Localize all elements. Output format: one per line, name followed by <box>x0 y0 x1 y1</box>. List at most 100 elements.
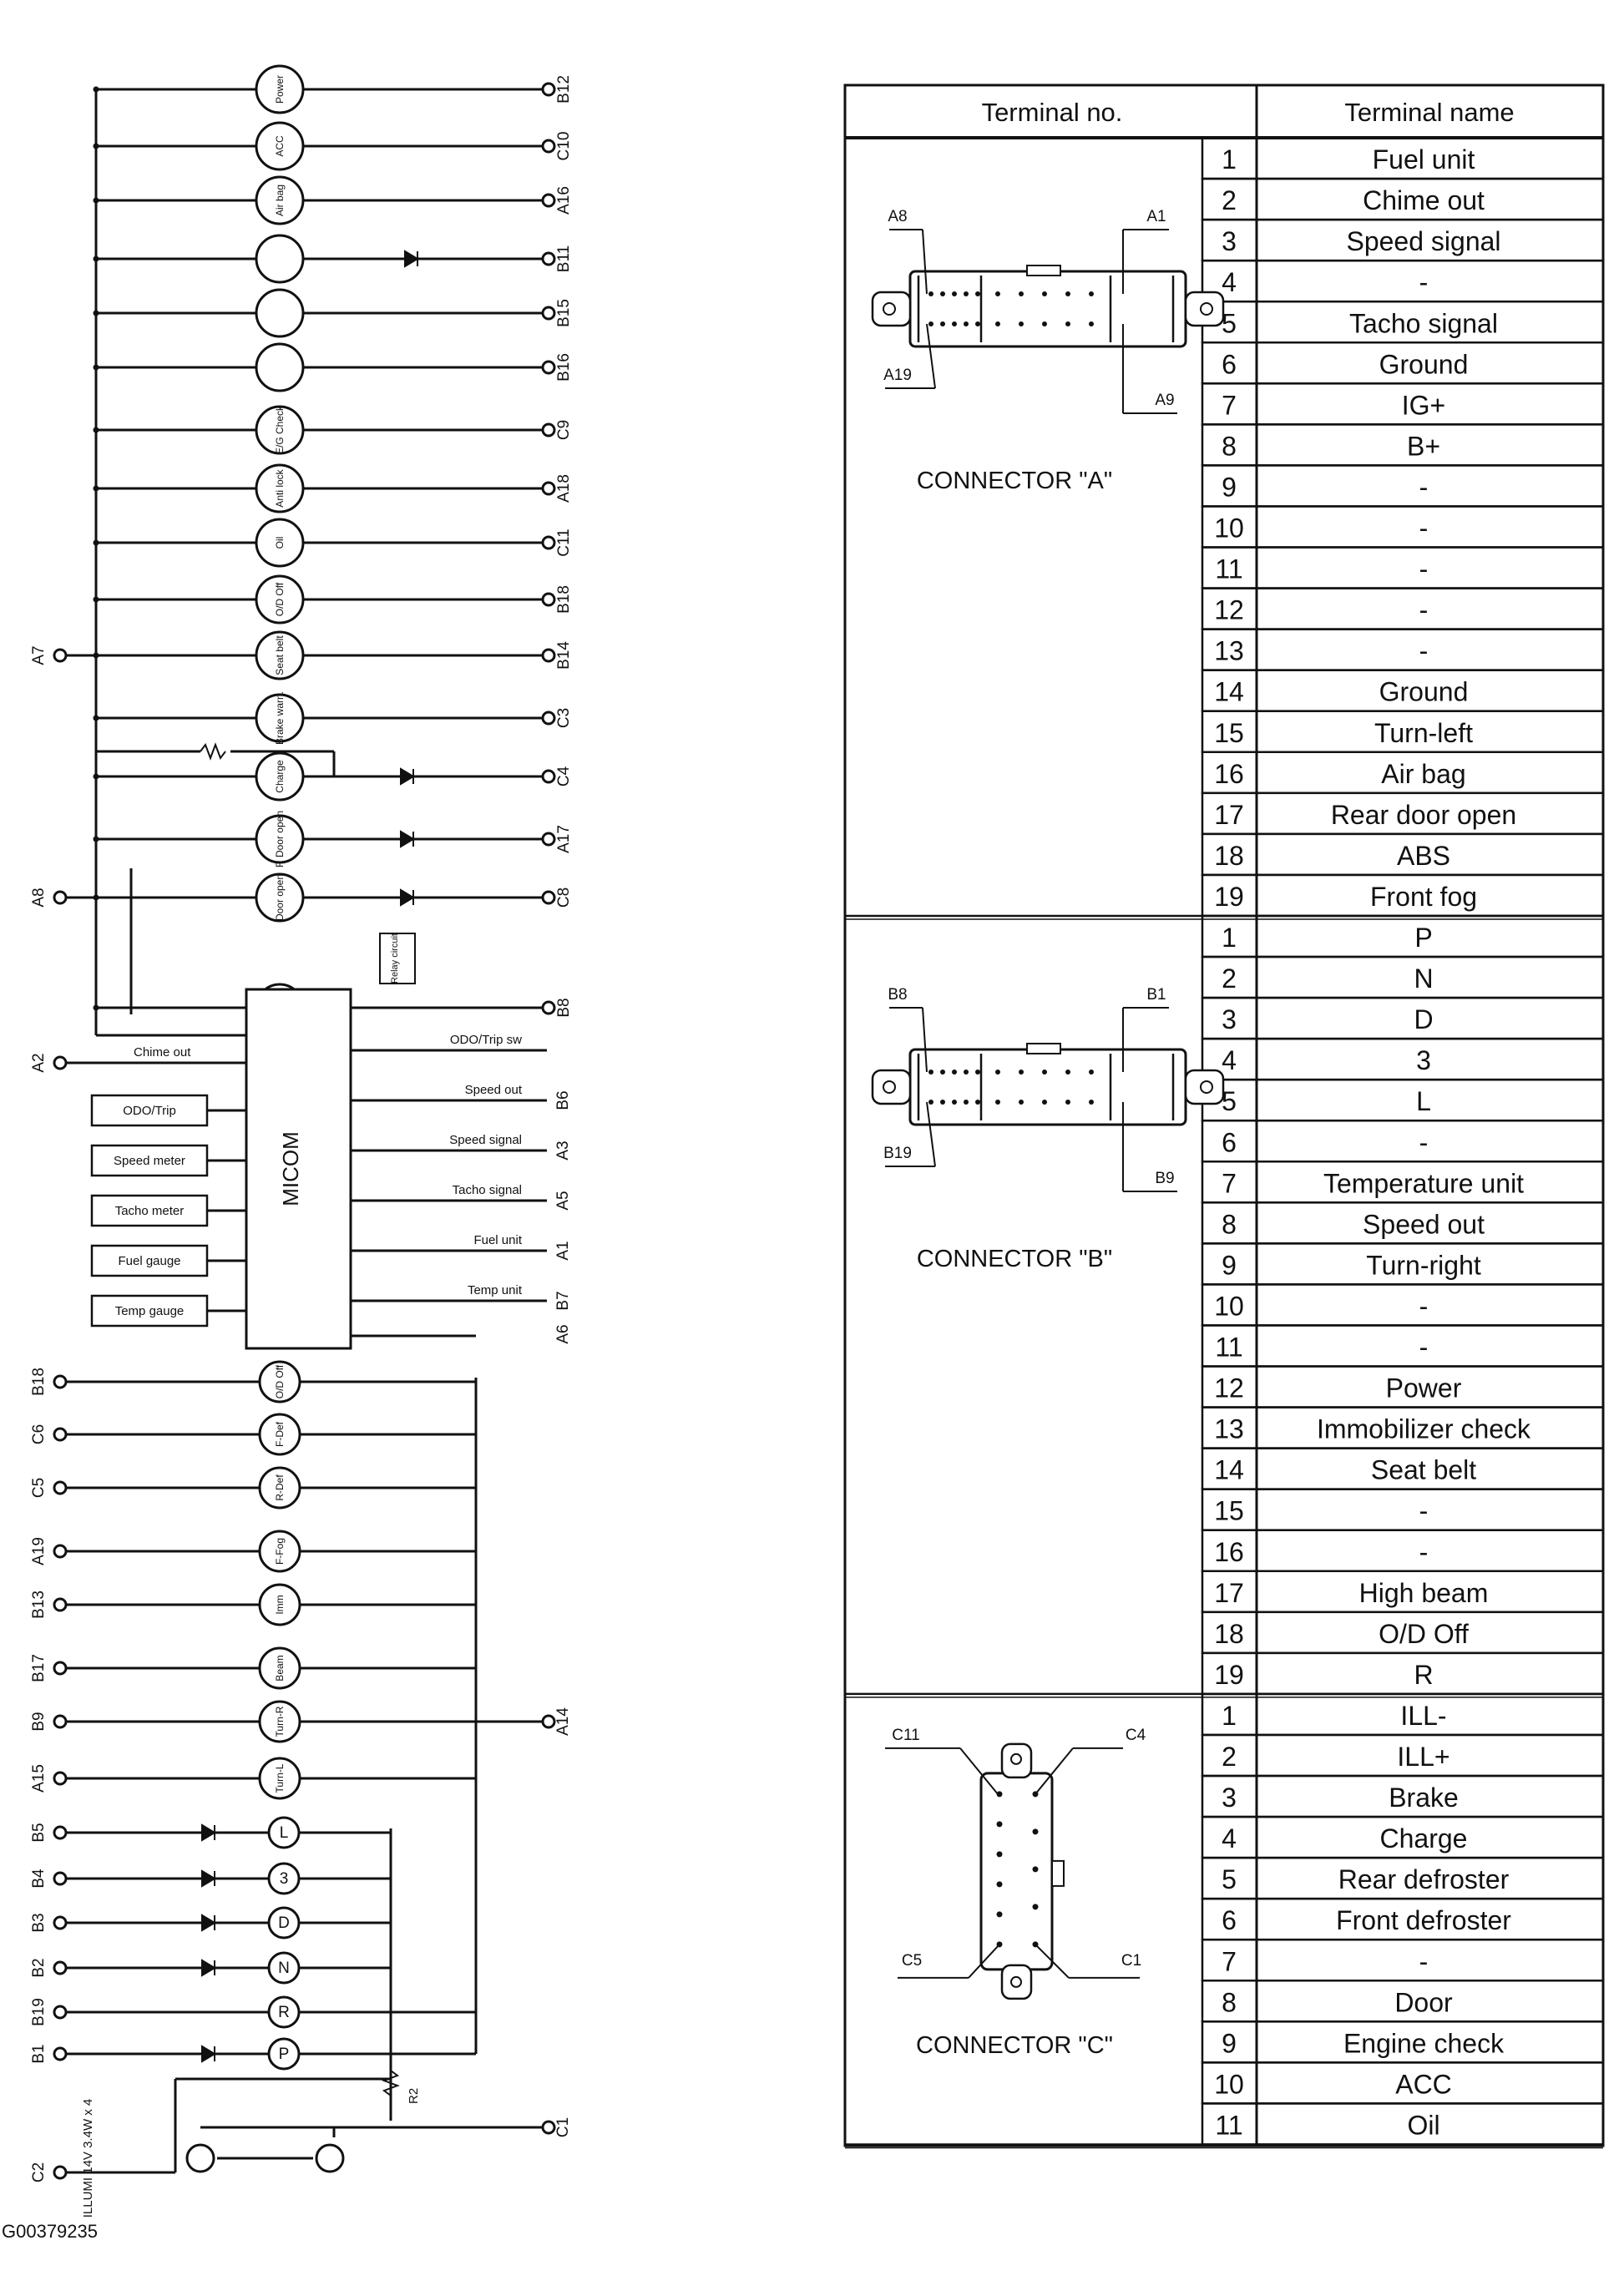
lamp-icon <box>255 342 305 392</box>
terminal-label: A3 <box>554 1140 572 1160</box>
lamp-icon <box>255 175 305 225</box>
gauge-label: Tacho meter <box>115 1204 185 1218</box>
diode-icon <box>400 830 415 848</box>
micom-label: MICOM <box>278 1131 303 1206</box>
figure-id: G00379235 <box>2 2221 98 2242</box>
terminal-icon <box>541 1000 556 1015</box>
lamp-label: O/D Off <box>274 1364 286 1398</box>
shift-indicator-n: B2 N <box>30 1951 391 1985</box>
lamp-label: L <box>280 1824 289 1842</box>
lamp-icon <box>255 518 305 568</box>
terminal-label: B3 <box>30 1913 48 1932</box>
lamp-label: P <box>279 2046 290 2063</box>
terminal-label: B11 <box>555 245 573 272</box>
indicator-lamp-b16: B16 <box>93 342 573 392</box>
svg-text:R2: R2 <box>407 2088 421 2104</box>
terminal-label: C11 <box>555 528 573 556</box>
gauge-speed-meter: Speed meter <box>90 1144 246 1177</box>
terminal-label: B13 <box>30 1591 48 1619</box>
lamp-label: Charge <box>274 760 286 793</box>
terminal-label: A1 <box>554 1241 572 1260</box>
lamp-label: R-Def <box>274 1474 286 1501</box>
indicator-charge-c4: Charge C4 <box>93 751 573 802</box>
terminal-label: B6 <box>554 1090 572 1110</box>
terminal-icon <box>541 193 556 208</box>
terminal-icon <box>541 422 556 437</box>
indicator-brake-warn-c3: Brake warn. C3 <box>93 691 573 745</box>
diode-icon <box>201 1914 216 1932</box>
terminal-icon <box>53 1597 68 1612</box>
lamp-icon <box>255 121 305 171</box>
output-label: Speed out <box>465 1083 523 1097</box>
lamp-icon <box>255 288 305 338</box>
lamp-label: Power <box>274 75 286 104</box>
terminal-label: C5 <box>30 1478 48 1498</box>
terminal-label: A17 <box>555 825 573 853</box>
svg-text:A2: A2 <box>30 1053 48 1072</box>
lamp-label: D <box>278 1914 290 1932</box>
terminal-icon <box>53 2005 68 2020</box>
gauge-fuel-gauge: Fuel gauge <box>90 1244 246 1277</box>
indicator-lamp-b15: B15 <box>93 288 573 338</box>
lamp-label: E/G Check <box>274 405 286 454</box>
relay-circuit-module: Relay circuit <box>379 933 416 984</box>
lamp-label: ACC <box>274 135 286 157</box>
terminal-label: B1 <box>30 2044 48 2063</box>
terminal-label: B14 <box>555 641 573 670</box>
lamp-label: N <box>278 1960 290 1977</box>
lamp-label: Brake warn. <box>274 691 286 745</box>
terminal-icon <box>53 1661 68 1676</box>
terminal-icon <box>53 1544 68 1559</box>
lamp-label: Seat belt <box>274 635 286 675</box>
terminal-label: B2 <box>30 1958 48 1977</box>
indicator-acc-c10: ACC C10 <box>93 121 573 171</box>
lamp-icon <box>255 64 305 114</box>
terminal-icon <box>53 1480 68 1495</box>
terminal-icon <box>541 890 556 905</box>
terminal-label: C6 <box>30 1424 48 1444</box>
terminal-icon <box>541 592 556 607</box>
lamp-label: Air bag <box>274 185 286 216</box>
terminal-icon <box>541 535 556 550</box>
terminal-icon <box>53 1871 68 1886</box>
illum-label: ILLUMI 14V 3.4W x 4 <box>81 2099 95 2218</box>
gauge-odo-trip: ODO/Trip <box>90 1094 246 1127</box>
lamp-label: R <box>278 2004 290 2021</box>
terminal-icon <box>541 139 556 154</box>
terminal-label: C3 <box>555 708 573 728</box>
terminal-label: A14 <box>554 1707 572 1736</box>
lamp-icon <box>255 814 305 864</box>
lamp-icon <box>255 463 305 513</box>
lamp-icon <box>255 693 305 743</box>
terminal-label: A18 <box>555 474 573 503</box>
gauge-tacho-meter: Tacho meter <box>90 1194 246 1227</box>
diode-icon <box>201 1823 216 1842</box>
terminal-label: B5 <box>30 1823 48 1842</box>
lamp-label: Imm <box>274 1595 286 1614</box>
terminal-label: C4 <box>555 766 573 786</box>
terminal-label: C9 <box>555 420 573 440</box>
terminal-c2: C2 <box>30 2162 175 2182</box>
terminal-icon <box>53 2046 68 2061</box>
shift-indicator-p: B1 P <box>30 2037 476 2071</box>
svg-text:Chime out: Chime out <box>134 1045 191 1059</box>
terminal-icon <box>53 1714 68 1729</box>
svg-text:Relay circuit: Relay circuit <box>390 933 400 984</box>
resistor-icon <box>200 742 226 761</box>
gauge-temp-gauge: Temp gauge <box>90 1294 246 1328</box>
svg-text:A7: A7 <box>30 645 48 665</box>
diode-icon <box>201 1959 216 1977</box>
lamp-label: R Door open <box>274 811 286 867</box>
micom-output-odo-trip-sw: ODO/Trip sw <box>351 1033 547 1052</box>
terminal-icon <box>541 306 556 321</box>
gauge-label: ODO/Trip <box>123 1104 176 1118</box>
terminal-label: C10 <box>555 132 573 161</box>
output-label: Fuel unit <box>473 1233 522 1247</box>
